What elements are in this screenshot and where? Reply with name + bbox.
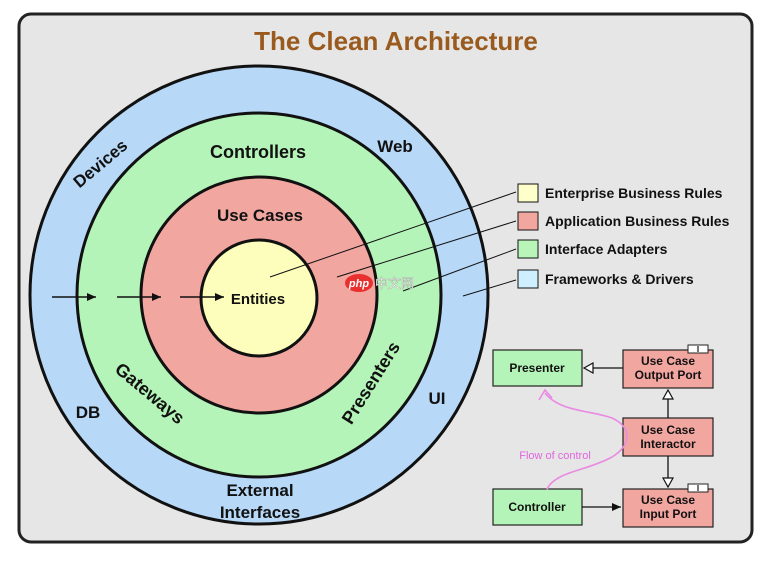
flow-of-control-label: Flow of control [519,450,591,462]
legend-label-frameworks: Frameworks & Drivers [545,271,694,287]
input-port-label-line2: Input Port [640,507,697,521]
legend-pointer-application [336,220,517,278]
output-port-label-line1: Use Case [641,354,695,368]
diagram-title: The Clean Architecture [254,26,538,56]
flow-of-control-arrowhead [538,388,553,401]
flow-of-control-curve [544,392,628,491]
controller-label: Controller [508,500,566,514]
ring-label-web: Web [377,137,413,156]
watermark-logo: php 中文网 [345,274,414,292]
input-port-box [622,488,714,528]
ring-label-controllers: Controllers [210,142,306,162]
output-port-interface-badge [687,344,709,354]
legend-label-application: Application Business Rules [545,213,730,229]
presenter-label: Presenter [509,361,565,375]
input-port-label-line1: Use Case [641,493,695,507]
legend: Enterprise Business Rules Application Bu… [517,183,730,289]
interactor-box [622,417,714,457]
flow-of-control-diagram: Presenter Use Case Output Port I Use Cas… [492,344,714,528]
interactor-label-line1: Use Case [641,423,695,437]
legend-pointer-enterprise [269,191,517,278]
legend-swatch-enterprise [517,183,539,203]
ring-label-use-cases: Use Cases [217,206,303,225]
legend-label-enterprise: Enterprise Business Rules [545,185,723,201]
ring-label-db: DB [76,403,101,422]
watermark-suffix: 中文网 [375,276,414,291]
output-port-label-line2: Output Port [635,368,702,382]
output-port-box [622,349,714,389]
input-port-interface-badge [687,483,709,493]
legend-swatch-frameworks [517,269,539,289]
watermark-badge [345,274,373,292]
legend-label-adapters: Interface Adapters [545,241,668,257]
ring-label-external: External [226,481,293,500]
interactor-label-line2: Interactor [640,437,696,451]
ring-label-entities: Entities [231,291,285,308]
watermark-prefix: php [348,278,369,290]
legend-swatch-adapters [517,239,539,259]
ring-label-ui: UI [429,389,446,408]
entities-core [199,238,319,358]
legend-pointer-adapters [402,248,517,292]
ring-label-interfaces: Interfaces [220,503,300,522]
output-port-interface-marker: I [697,345,699,354]
presenter-box [492,349,583,387]
controller-box [492,488,583,526]
legend-pointer-frameworks [462,279,517,297]
legend-swatch-application [517,211,539,231]
input-port-interface-marker: I [697,484,699,493]
